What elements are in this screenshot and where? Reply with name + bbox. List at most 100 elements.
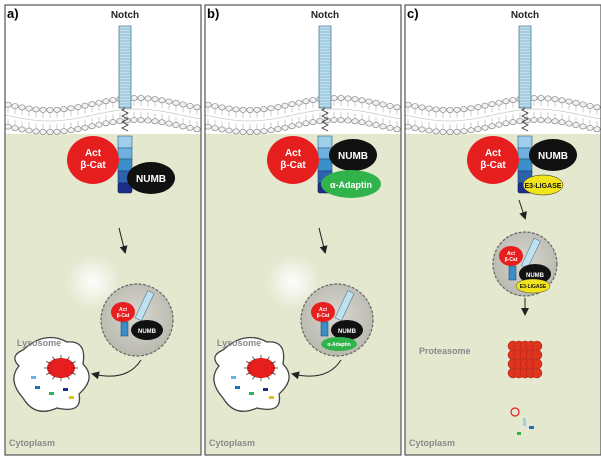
lipid-head <box>488 123 496 130</box>
lipid-head <box>130 95 138 101</box>
lipid-head <box>481 124 489 131</box>
lipid-head <box>488 101 496 108</box>
notch-extracellular <box>518 25 532 109</box>
lipid-head <box>460 106 468 113</box>
lipid-head <box>53 106 61 113</box>
lipid-head <box>67 127 75 134</box>
cytoplasm-label: Cytoplasm <box>209 438 255 448</box>
vesicle-act-label-1: Act <box>319 307 327 313</box>
lipid-head <box>351 118 359 125</box>
lipid-head <box>74 104 82 110</box>
numb-label: NUMB <box>538 151 568 162</box>
degradation-spike <box>66 356 70 361</box>
lipid-head <box>158 97 166 104</box>
proteasome-icon <box>507 340 543 379</box>
lipid-head <box>74 126 82 132</box>
lipid-head <box>232 128 240 135</box>
panel-b: b)NotchActβ-CatNUMBα-AdaptinActβ-CatNUMB… <box>204 4 402 456</box>
lipid-head <box>481 102 489 109</box>
vesicle-act <box>499 246 523 266</box>
protein-fragment <box>235 386 240 389</box>
act-label-2: β-Cat <box>80 160 106 171</box>
lipid-head <box>165 98 173 105</box>
lipid-head <box>53 128 61 135</box>
protein-fragment <box>49 392 54 395</box>
lipid-head <box>537 95 545 101</box>
proteasome-subunit <box>531 358 543 370</box>
degradation-spike <box>271 372 276 375</box>
lipid-head <box>295 121 303 128</box>
lipid-head <box>337 95 345 101</box>
endocytosis-arrow <box>318 227 328 254</box>
lipid-head <box>109 97 117 103</box>
lipid-head <box>11 103 19 109</box>
lipid-head <box>95 121 103 128</box>
lipid-head <box>309 119 317 125</box>
vesicle-act <box>311 302 335 322</box>
lipid-head <box>172 100 180 106</box>
degradation-spike <box>52 356 56 361</box>
lipid-head <box>593 126 601 133</box>
protein-fragment <box>263 388 268 391</box>
act-label-2: β-Cat <box>280 160 306 171</box>
vesicle-notch-icd <box>508 265 517 281</box>
lipid-head <box>474 104 482 110</box>
vesicle-e3-ligase-label: E3-LIGASE <box>520 284 547 290</box>
lipid-head <box>330 95 338 101</box>
notch-extracellular <box>118 25 132 109</box>
lipid-head <box>204 101 212 108</box>
protein-fragment <box>269 396 274 399</box>
lipid-head <box>593 104 601 111</box>
panel-a: a)NotchActβ-CatNUMBActβ-CatNUMBLysosomeC… <box>4 4 202 456</box>
lipid-head <box>274 126 282 132</box>
lipid-head <box>467 127 475 134</box>
panel-label: c) <box>407 6 419 21</box>
degradation-spike <box>52 375 56 380</box>
lipid-head <box>372 122 380 128</box>
degradation-spike <box>71 361 76 364</box>
lipid-head <box>379 123 387 130</box>
lipid-head <box>460 128 468 135</box>
lipid-head <box>572 122 580 128</box>
vesicle-act <box>111 302 135 322</box>
notch-icd-5 <box>117 182 133 194</box>
lipid-head <box>218 104 226 111</box>
lipid-head <box>158 119 166 126</box>
endocytosis-arrow <box>518 199 527 220</box>
vesicle-glow <box>65 254 121 310</box>
notch-transmembrane <box>321 107 329 132</box>
notch-label: Notch <box>111 10 139 21</box>
notch-receptor-icon <box>317 25 333 194</box>
degradation-spike <box>246 361 251 364</box>
lipid-head <box>565 98 573 105</box>
lipid-head <box>386 125 394 131</box>
lipid-head <box>32 106 40 113</box>
notch-icd-3 <box>317 158 333 172</box>
lipid-head <box>88 123 96 130</box>
lipid-head <box>386 103 394 109</box>
vesicle-notch-icd <box>120 321 129 337</box>
lipid-head <box>579 123 587 130</box>
lipid-head <box>165 120 173 127</box>
notch-icd-2 <box>117 147 133 160</box>
lipid-head <box>572 100 580 106</box>
degradation-spike <box>66 375 70 380</box>
membrane-icon <box>204 95 402 135</box>
lipid-head <box>137 95 145 101</box>
vesicle-alpha-adaptin <box>321 337 357 351</box>
lipid-head <box>225 105 233 112</box>
notch-icd-1 <box>317 135 333 149</box>
lipid-head <box>418 126 426 133</box>
vesicle-numb <box>519 264 551 284</box>
lipid-head <box>109 119 117 125</box>
panel-label: b) <box>207 6 219 21</box>
lipid-head <box>372 100 380 106</box>
lipid-head <box>4 123 12 130</box>
membrane-icon <box>404 95 601 135</box>
panel-border <box>404 4 601 456</box>
numb-label: NUMB <box>338 151 368 162</box>
